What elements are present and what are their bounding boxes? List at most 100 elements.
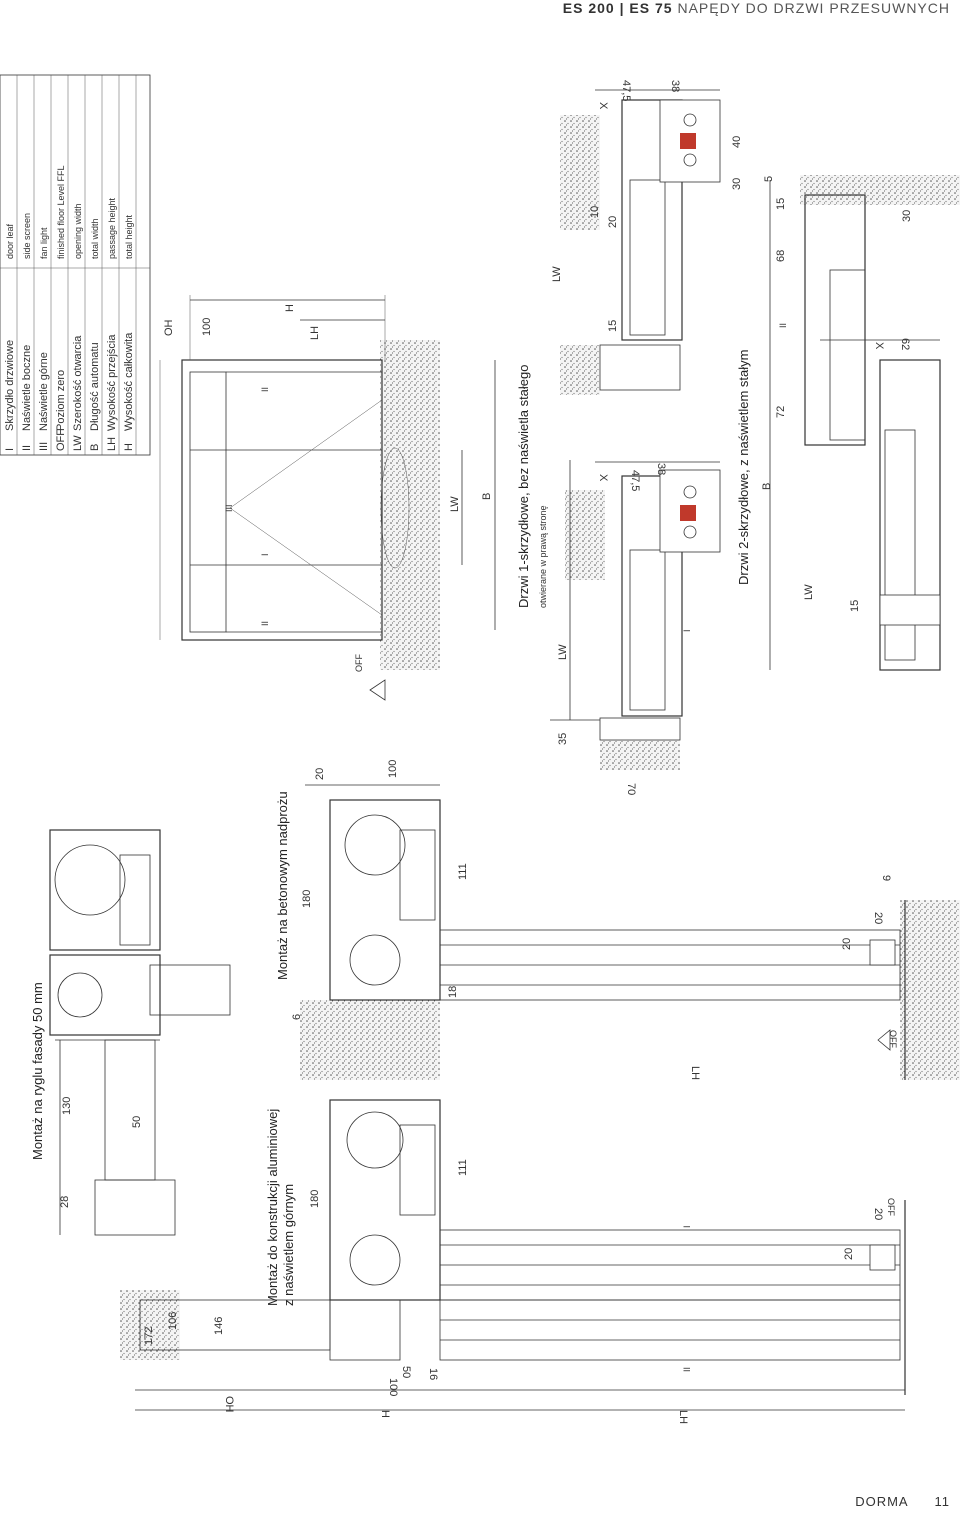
plan2-d40: 40 [731,136,743,148]
section1-title: Montaż na ryglu fasady 50 mm [30,982,45,1160]
section3-lh: LH [677,1410,689,1424]
section3-d106: 106 [167,1312,179,1330]
legend-pl: Długość automatu [89,342,101,431]
section3-title-1: Montaż do konstrukcji aluminiowej [265,1109,280,1306]
plan-double-leaf: Drzwi 2-skrzydłowe, z naświetlem stałym … [551,80,960,671]
plan2-b: B [761,483,773,490]
section2-d20c: 20 [872,912,884,924]
section3-d180: 180 [309,1190,321,1208]
elev-mark-i: I [260,553,270,556]
plan1-i: I [682,629,692,632]
elev-mark-iii: III [224,504,234,512]
plan1-d35: 35 [557,733,569,745]
plan2-lw2: LW [803,584,815,600]
page-number: 11 [934,1494,950,1509]
plan1-d38: 38 [655,463,667,475]
section2-d18: 18 [447,986,459,998]
section3-d50: 50 [400,1366,412,1378]
plan2-d47: 47,5 [620,80,632,101]
plan2-d72: 72 [775,406,787,418]
plan1-subtitle: otwierane w prawą stronę [538,505,548,608]
plan1-lw: LW [557,644,569,660]
section2-d6: 6 [291,1014,303,1020]
legend-en: side screen [22,213,32,259]
legend-pl: Skrzydło drzwiowe [4,340,16,431]
legend-en: total width [90,218,100,259]
section3-d146: 146 [213,1317,225,1335]
section2-title: Montaż na betonowym nadprożu [275,791,290,980]
section2-d100: 100 [387,760,399,778]
section3-d20b: 20 [872,1208,884,1220]
legend-pl: Wysokość przejścia [106,334,118,431]
legend-code: I [4,448,16,451]
plan1-x: X [597,474,609,482]
legend-en: finished floor Level FFL [56,165,66,259]
plan2-d30: 30 [731,178,743,190]
legend-code: LH [106,437,118,451]
plan2-ii: II [778,323,788,328]
section2-d20: 20 [314,768,326,780]
plan2-d20: 20 [607,216,619,228]
section-concrete-lintel: Montaż na betonowym nadprożu 180 20 100 … [275,760,960,1080]
plan2-lw: LW [551,266,563,282]
elev-b: B [481,493,493,500]
plan1-title: Drzwi 1-skrzydłowe, bez naświetla stałeg… [516,365,531,608]
section3-d111: 111 [457,1159,469,1176]
section2-d9: 9 [880,875,892,881]
section3-i: I [682,1225,692,1228]
elev-off: OFF [354,654,364,672]
section3-ii: II [682,1367,692,1372]
elev-100: 100 [201,318,213,336]
legend-code: III [38,442,50,451]
legend-pl: Szerokość otwarcia [72,335,84,431]
legend-code: H [123,443,135,451]
elev-mark-ii: II [260,387,270,392]
section2-d111: 111 [457,863,469,880]
section3-oh: OH [223,1396,235,1413]
header-subtitle: NAPĘDY DO DRZWI PRZESUWNYCH [677,0,950,16]
plan2-d10: 10 [589,206,601,218]
legend-en: fan light [39,227,49,259]
elev-mark-ii: II [260,621,270,626]
elev-h: H [284,304,296,312]
header-brand: ES 200 | ES 75 [562,0,673,16]
section3-h: H [379,1410,391,1418]
section1-d130: 130 [61,1097,73,1115]
plan2-d5: 5 [763,176,775,182]
section3-d172: 172 [143,1327,155,1345]
legend-code: LW [72,435,84,451]
elev-lw: LW [449,496,461,512]
section2-d20b: 20 [841,938,853,950]
section1-d50: 50 [131,1116,143,1128]
legend-table: I Skrzydło drzwiowe door leaf II Naświet… [0,74,151,456]
page-header: ES 200 | ES 75 NAPĘDY DO DRZWI PRZESUWNY… [563,0,950,16]
plan2-d15b: 15 [775,198,787,210]
legend-en: passage height [107,197,117,259]
plan-single-leaf: Drzwi 1-skrzydłowe, bez naświetla stałeg… [516,365,721,795]
plan2-title: Drzwi 2-skrzydłowe, z naświetlem stałym [736,350,751,586]
section-aluminium-fanlight: Montaż do konstrukcji aluminiowej z naśw… [120,1099,906,1424]
plan1-d47: 47,5 [629,470,641,491]
legend-en: total height [124,214,134,259]
plan1-d70: 70 [625,783,637,795]
section3-d20: 20 [843,1248,855,1260]
section2-lh: LH [689,1066,701,1080]
legend-code: B [89,444,101,451]
plan2-x2: X [873,342,885,350]
section3-d100: 100 [387,1378,399,1396]
footer-brand: DORMA [855,1494,908,1509]
section3-d16: 16 [427,1368,439,1380]
elev-lh: LH [309,326,321,340]
plan2-d38: 38 [669,80,681,92]
legend-code: II [21,445,33,451]
legend-pl: Naświetle górne [38,352,50,431]
section3-title-2: z naświetlem górnym [281,1184,296,1306]
section2-off: OFF [888,1030,898,1048]
legend-pl: Wysokość całkowita [123,332,135,431]
plan2-d30b: 30 [901,210,913,222]
plan2-d62: 62 [899,338,911,350]
section3-off: OFF [886,1198,896,1216]
legend-pl: Poziom zero [55,370,67,431]
section2-d180: 180 [301,890,313,908]
